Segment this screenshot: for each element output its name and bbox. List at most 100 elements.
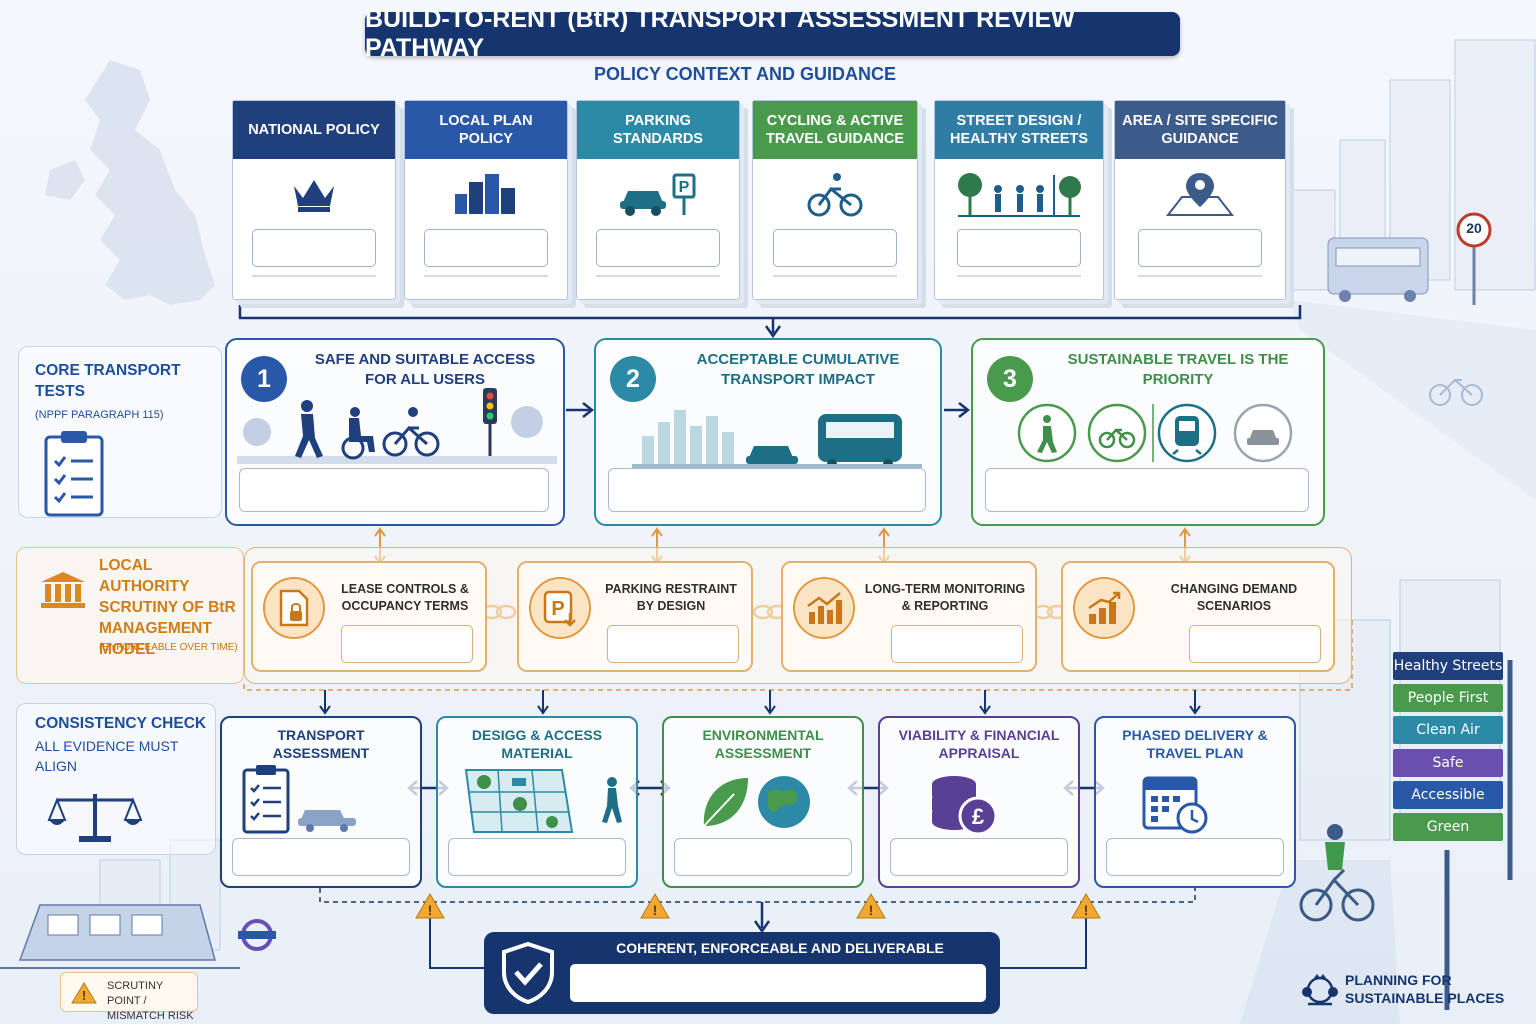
consistency-check-subtitle: ALL EVIDENCE MUST ALIGN bbox=[35, 737, 179, 774]
consistency-item-title: VIABILITY & FINANCIAL APPRAISAL bbox=[898, 727, 1060, 762]
policy-doc-field[interactable] bbox=[252, 229, 376, 267]
consistency-item-viability[interactable]: VIABILITY & FINANCIAL APPRAISAL £ bbox=[878, 716, 1080, 888]
clipboard-car-icon bbox=[242, 762, 362, 839]
la-item-title: LONG-TERM MONITORING & REPORTING bbox=[864, 582, 1026, 613]
consistency-item-title: PHASED DELIVERY & TRAVEL PLAN bbox=[1122, 727, 1268, 762]
core-test-2[interactable]: 2 ACCEPTABLE CUMULATIVE TRANSPORT IMPACT bbox=[594, 338, 942, 526]
consistency-check-panel: CONSISTENCY CHECK ALL EVIDENCE MUST ALIG… bbox=[16, 703, 216, 855]
core-test-3[interactable]: 3 SUSTAINABLE TRAVEL IS THE PRIORITY bbox=[971, 338, 1325, 526]
policy-doc-field[interactable] bbox=[773, 229, 897, 267]
consistency-item-environmental[interactable]: ENVIRONMENTAL ASSESSMENT bbox=[662, 716, 864, 888]
svg-text:£: £ bbox=[972, 804, 985, 829]
legend-text-line-2: MISMATCH RISK bbox=[107, 1009, 194, 1022]
la-item-field[interactable] bbox=[1189, 625, 1321, 663]
step-number: 3 bbox=[987, 356, 1033, 402]
page-title: BUILD-TO-RENT (BtR) TRANSPORT ASSESSMENT… bbox=[365, 5, 1180, 62]
policy-doc-street-design[interactable]: STREET DESIGN / HEALTHY STREETS bbox=[934, 100, 1104, 300]
pedestrian-wheelchair-cyclist-icon bbox=[237, 382, 557, 471]
outcome-field[interactable] bbox=[570, 964, 986, 1002]
consistency-item-field[interactable] bbox=[448, 838, 626, 876]
outcome-panel[interactable]: COHERENT, ENFORCEABLE AND DELIVERABLE bbox=[484, 932, 1000, 1014]
la-scrutiny-panel: LOCAL AUTHORITY SCRUTINY OF BtR MANAGEME… bbox=[16, 547, 244, 684]
footer-line-2: SUSTAINABLE PLACES bbox=[1345, 989, 1505, 1006]
policy-doc-label: LOCAL PLAN POLICY bbox=[405, 101, 567, 159]
warning-icon: ! bbox=[71, 981, 97, 1010]
location-pin-icon bbox=[1115, 159, 1285, 229]
legend-scrutiny-point: ! SCRUTINY POINT / MISMATCH RISK bbox=[60, 972, 198, 1022]
la-item-title: LEASE CONTROLS & OCCUPANCY TERMS bbox=[341, 582, 469, 613]
consistency-item-field[interactable] bbox=[674, 838, 852, 876]
step-number: 1 bbox=[241, 356, 287, 402]
la-item-field[interactable] bbox=[607, 625, 739, 663]
policy-doc-field[interactable] bbox=[957, 229, 1081, 267]
la-item-field[interactable] bbox=[891, 625, 1023, 663]
tag-safe: Safe bbox=[1393, 749, 1503, 777]
consistency-item-field[interactable] bbox=[890, 838, 1068, 876]
street-people-icon bbox=[935, 159, 1103, 229]
tag-healthy-streets: Healthy Streets bbox=[1393, 652, 1503, 680]
tag-green: Green bbox=[1393, 813, 1503, 841]
policy-doc-parking[interactable]: PARKING STANDARDS P bbox=[576, 100, 740, 300]
core-test-1[interactable]: 1 SAFE AND SUITABLE ACCESS FOR ALL USERS bbox=[225, 338, 565, 526]
core-test-title: SAFE AND SUITABLE ACCESS FOR ALL USERS bbox=[314, 351, 536, 388]
divider bbox=[252, 275, 376, 277]
clipboard-checklist-icon bbox=[43, 429, 107, 524]
tag-accessible: Accessible bbox=[1393, 781, 1503, 809]
consistency-item-design-access[interactable]: DESIGG & ACCESS MATERIAL bbox=[436, 716, 638, 888]
core-test-field[interactable] bbox=[239, 468, 549, 512]
consistency-item-phased-delivery[interactable]: PHASED DELIVERY & TRAVEL PLAN bbox=[1094, 716, 1296, 888]
leaf-globe-icon bbox=[698, 772, 818, 837]
divider bbox=[773, 275, 897, 277]
consistency-item-field[interactable] bbox=[1106, 838, 1284, 876]
site-plan-map-icon bbox=[462, 766, 622, 841]
consistency-item-title: ENVIRONMENTAL ASSESSMENT bbox=[702, 727, 824, 762]
svg-text:!: ! bbox=[82, 988, 86, 1003]
svg-text:!: ! bbox=[1084, 902, 1089, 918]
la-item-lease-controls[interactable]: LEASE CONTROLS & OCCUPANCY TERMS bbox=[251, 561, 487, 672]
la-item-demand-scenarios[interactable]: CHANGING DEMAND SCENARIOS bbox=[1061, 561, 1335, 672]
policy-doc-cycling[interactable]: CYCLING & ACTIVE TRAVEL GUIDANCE bbox=[752, 100, 918, 300]
la-scrutiny-title: LOCAL AUTHORITY SCRUTINY OF BtR MANAGEME… bbox=[99, 557, 236, 658]
la-item-parking-restraint[interactable]: P PARKING RESTRAINT BY DESIGN bbox=[517, 561, 753, 672]
core-test-title: ACCEPTABLE CUMULATIVE TRANSPORT IMPACT bbox=[696, 351, 900, 388]
car-parking-icon: P bbox=[577, 159, 739, 229]
outcome-title: COHERENT, ENFORCEABLE AND DELIVERABLE bbox=[616, 940, 944, 956]
speed-limit-sign: 20 bbox=[1466, 220, 1482, 236]
policy-doc-area-site[interactable]: AREA / SITE SPECIFIC GUIDANCE bbox=[1114, 100, 1286, 300]
core-test-title: SUSTAINABLE TRAVEL IS THE PRIORITY bbox=[1067, 351, 1289, 388]
consistency-item-field[interactable] bbox=[232, 838, 410, 876]
underground-roundel-icon bbox=[238, 919, 276, 951]
core-tests-subtitle: (NPPF PARAGRAPH 115) bbox=[35, 408, 164, 421]
la-item-field[interactable] bbox=[341, 625, 473, 663]
svg-text:!: ! bbox=[428, 902, 433, 918]
crown-icon bbox=[233, 159, 395, 229]
policy-doc-label: AREA / SITE SPECIFIC GUIDANCE bbox=[1115, 101, 1285, 159]
policy-doc-local-plan[interactable]: LOCAL PLAN POLICY bbox=[404, 100, 568, 300]
cyclist-icon bbox=[753, 159, 917, 229]
policy-doc-field[interactable] bbox=[596, 229, 720, 267]
royal-crest-icon bbox=[1300, 972, 1340, 1013]
core-tests-label: CORE TRANSPORT TESTS (NPPF PARAGRAPH 115… bbox=[35, 361, 215, 421]
shield-check-icon bbox=[500, 941, 556, 1009]
svg-text:!: ! bbox=[869, 902, 874, 918]
consistency-item-transport-assessment[interactable]: TRANSPORT ASSESSMENT bbox=[220, 716, 422, 888]
footer-line-1: PLANNING FOR bbox=[1345, 972, 1452, 988]
la-item-monitoring[interactable]: LONG-TERM MONITORING & REPORTING bbox=[781, 561, 1037, 672]
consistency-item-title: DESIGG & ACCESS MATERIAL bbox=[471, 727, 603, 762]
la-scrutiny-subtitle: (ENFORCEABLE OVER TIME) bbox=[99, 642, 238, 653]
parking-restraint-icon: P bbox=[529, 577, 591, 639]
cyclist-illustration bbox=[1299, 868, 1375, 922]
svg-text:P: P bbox=[679, 179, 690, 196]
divider bbox=[424, 275, 548, 277]
divider bbox=[1138, 275, 1262, 277]
tag-people-first: People First bbox=[1393, 684, 1503, 712]
bus-illustration bbox=[1327, 237, 1429, 302]
svg-text:P: P bbox=[551, 598, 564, 620]
policy-doc-field[interactable] bbox=[1138, 229, 1262, 267]
policy-doc-national[interactable]: NATIONAL POLICY bbox=[232, 100, 396, 300]
consistency-item-title: TRANSPORT ASSESSMENT bbox=[272, 727, 370, 762]
uk-map-silhouette bbox=[45, 60, 215, 305]
core-test-field[interactable] bbox=[985, 468, 1309, 512]
policy-doc-field[interactable] bbox=[424, 229, 548, 267]
core-test-field[interactable] bbox=[608, 468, 926, 512]
